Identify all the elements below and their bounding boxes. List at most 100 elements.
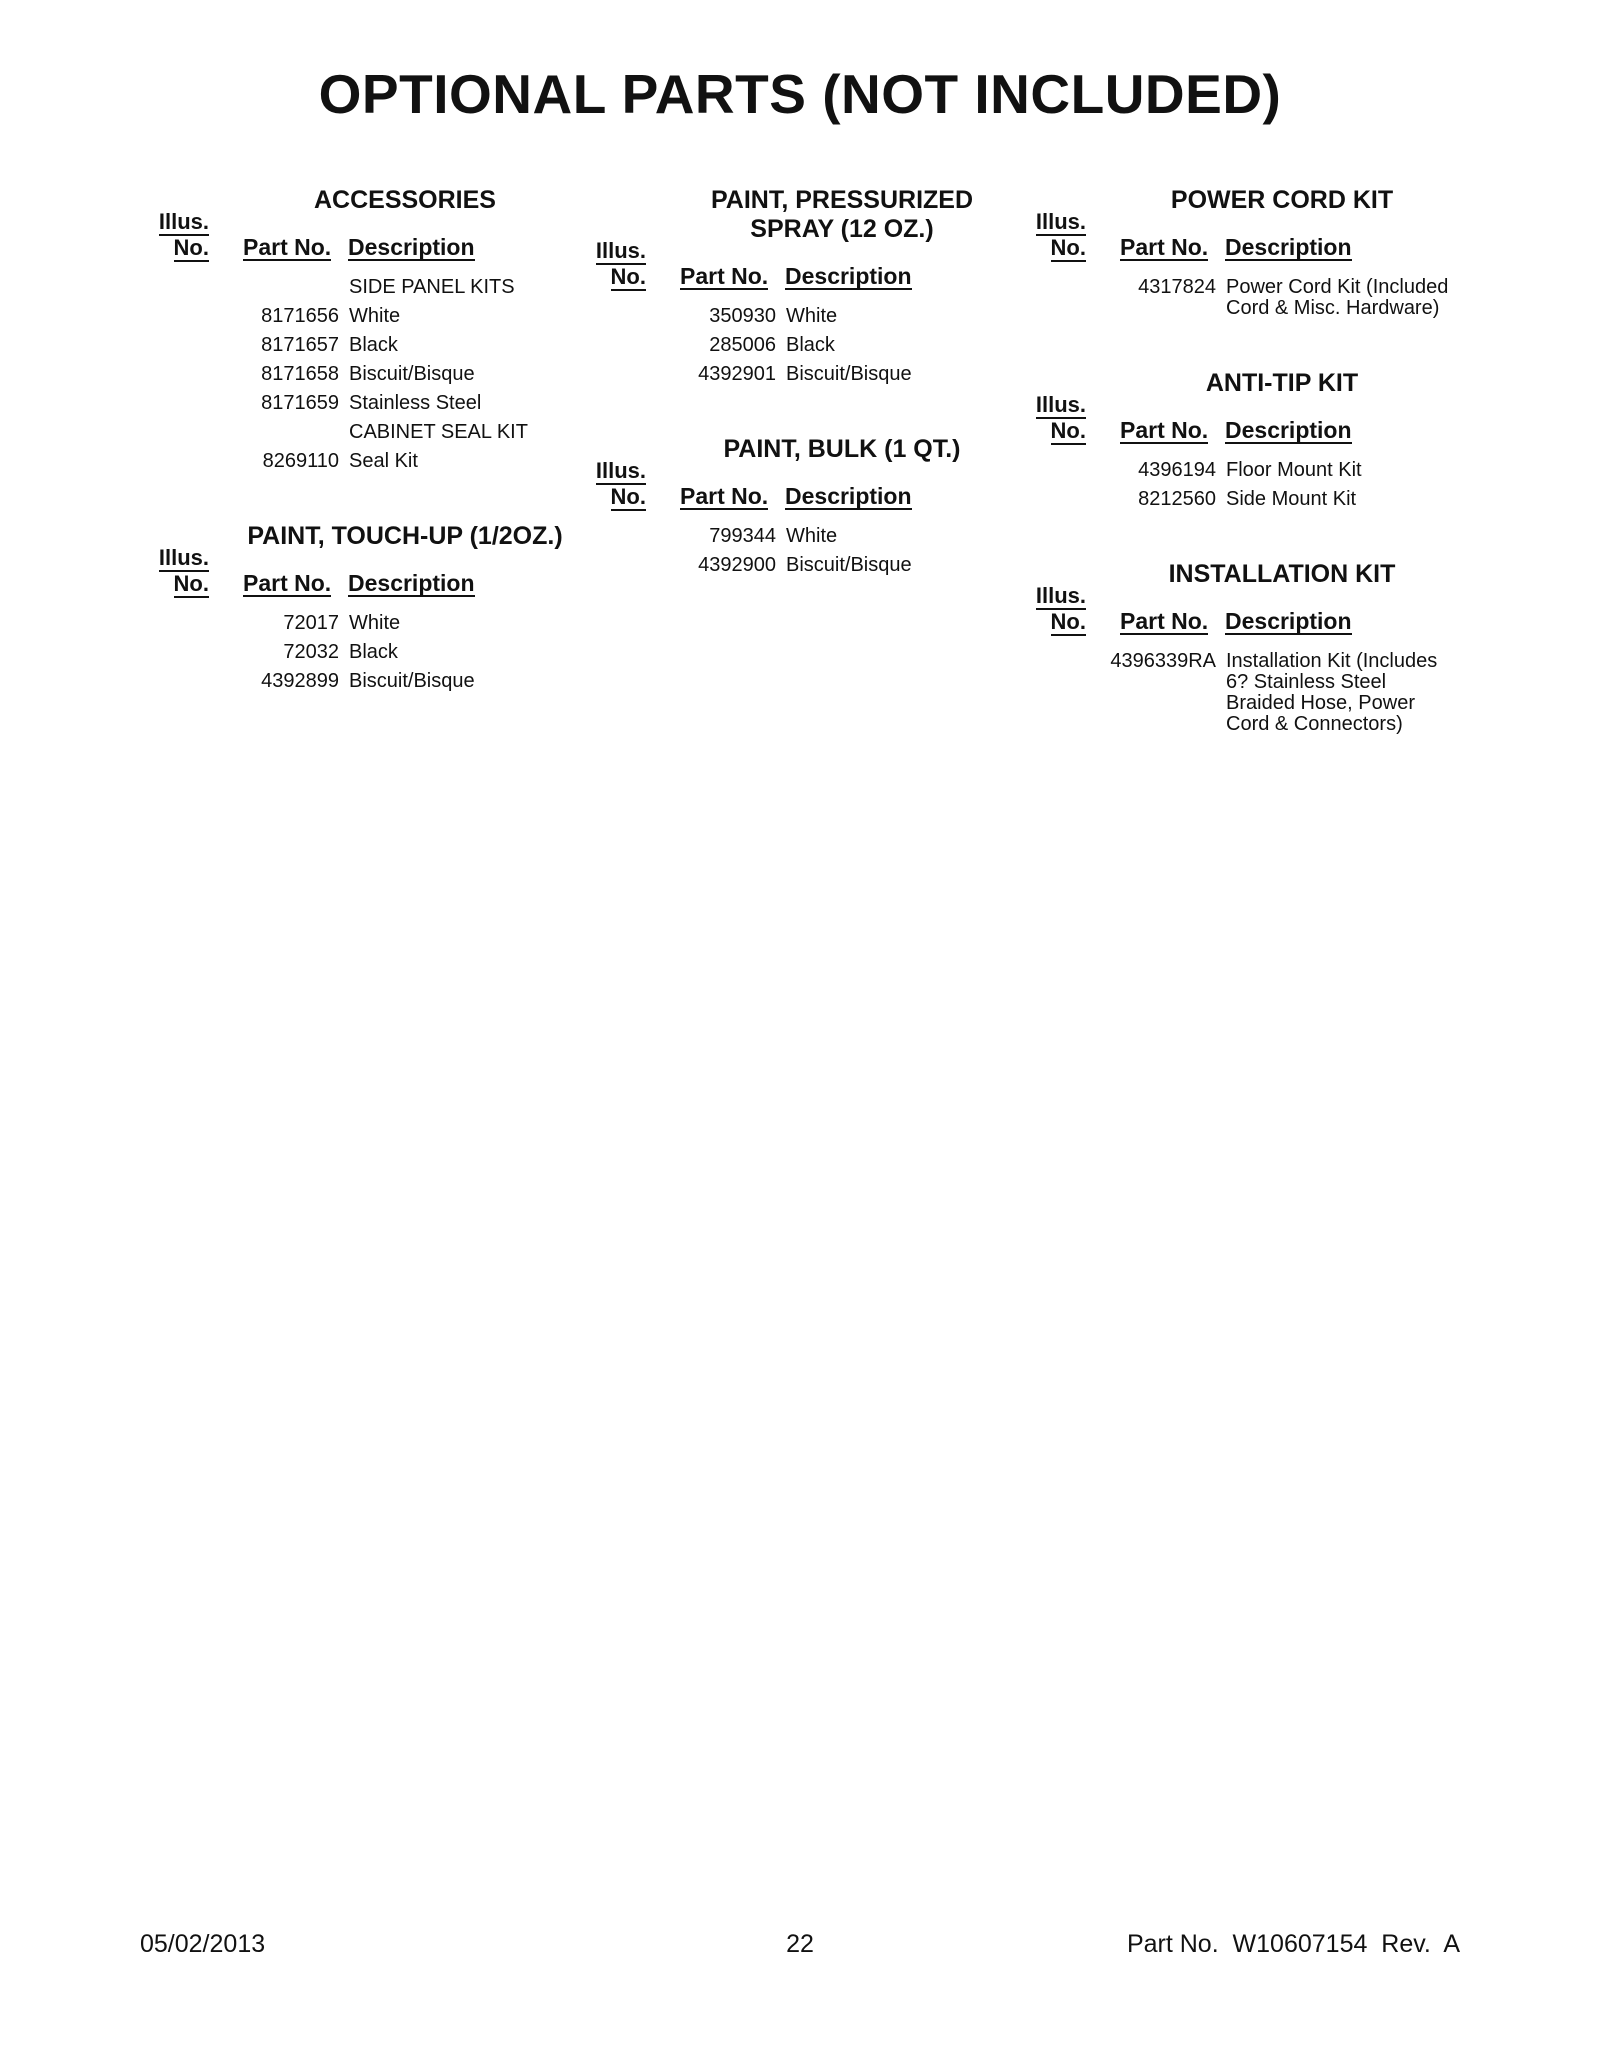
- parts-section: INSTALLATION KIT Illus.No. Part No. Descrip…: [1032, 560, 1452, 735]
- illus-no-header: Illus.No.: [592, 458, 646, 511]
- parts-section: ANTI-TIP KIT Illus.No. Part No. Description…: [1032, 369, 1452, 510]
- parts-section: POWER CORD KIT Illus.No. Part No. Descripti…: [1032, 186, 1452, 319]
- column-2: PAINT, PRESSURIZED SPRAY (12 OZ.)Illus.N…: [592, 186, 1012, 626]
- column-headers: Illus.No. Part No. Description: [1032, 392, 1452, 445]
- parts-section: PAINT, BULK (1 QT.) Illus.No. Part No. Desc…: [592, 435, 1012, 576]
- part-row: 72017 White: [155, 613, 575, 634]
- part-no-header: Part No.: [680, 263, 769, 290]
- description-header: Description: [785, 263, 912, 290]
- illus-header-line-1: Illus.: [595, 238, 646, 265]
- part-description: Biscuit/Bisque: [349, 363, 475, 385]
- part-description: Installation Kit (Includes 6? Stainless …: [1226, 650, 1438, 735]
- part-no-header: Part No.: [1120, 417, 1209, 444]
- part-description: Biscuit/Bisque: [786, 363, 912, 385]
- part-number: 8269110: [262, 450, 339, 472]
- part-description: White: [786, 305, 838, 327]
- illus-header-line-1: Illus.: [1035, 209, 1086, 236]
- column-headers: Illus.No. Part No. Description: [1032, 583, 1452, 636]
- part-row: 285006 Black: [592, 335, 1012, 356]
- section-title: PAINT, TOUCH-UP (1/2OZ.): [247, 522, 563, 550]
- part-row: 4396194 Floor Mount Kit: [1032, 460, 1452, 481]
- part-no-header: Part No.: [680, 483, 769, 510]
- column-headers: Illus.No. Part No. Description: [592, 458, 1012, 511]
- part-number: 72032: [283, 641, 339, 663]
- part-no-header: Part No.: [1120, 234, 1209, 261]
- description-header: Description: [785, 483, 912, 510]
- part-row: CABINET SEAL KIT: [155, 422, 575, 443]
- part-description: Side Mount Kit: [1226, 488, 1357, 510]
- parts-section: PAINT, PRESSURIZED SPRAY (12 OZ.)Illus.N…: [592, 186, 1012, 385]
- footer-page-number: 22: [786, 1930, 814, 1958]
- description-header: Description: [1225, 608, 1352, 635]
- illus-no-header: Illus.No.: [155, 545, 209, 598]
- part-row: 4392899 Biscuit/Bisque: [155, 671, 575, 692]
- illus-header-line-2: No.: [1050, 609, 1086, 636]
- description-header: Description: [1225, 234, 1352, 261]
- part-no-header: Part No.: [243, 570, 332, 597]
- part-description: White: [349, 612, 401, 634]
- footer-part-number: Part No. W10607154 Rev. A: [1126, 1930, 1460, 1958]
- part-row: 8171657 Black: [155, 335, 575, 356]
- illus-header-line-1: Illus.: [158, 209, 209, 236]
- parts-section: PAINT, TOUCH-UP (1/2OZ.) Illus.No. Part No…: [155, 522, 575, 692]
- illus-header-line-1: Illus.: [158, 545, 209, 572]
- part-number: 4392901: [698, 363, 776, 385]
- description-header: Description: [348, 570, 475, 597]
- footer-date: 05/02/2013: [140, 1930, 266, 1958]
- part-description: White: [349, 305, 401, 327]
- illus-no-header: Illus.No.: [592, 238, 646, 291]
- part-description: Power Cord Kit (Included Cord & Misc. Ha…: [1226, 276, 1449, 319]
- part-number: 8171658: [261, 363, 339, 385]
- part-no-header: Part No.: [243, 234, 332, 261]
- section-title: ANTI-TIP KIT: [1205, 369, 1359, 397]
- part-no-header: Part No.: [1120, 608, 1209, 635]
- page-title: OPTIONAL PARTS (NOT INCLUDED): [318, 63, 1282, 125]
- illus-header-line-2: No.: [610, 484, 646, 511]
- part-number: 4396194: [1138, 459, 1216, 481]
- part-description: Biscuit/Bisque: [349, 670, 475, 692]
- part-description: Stainless Steel: [349, 392, 482, 414]
- section-title: POWER CORD KIT: [1170, 186, 1394, 214]
- illus-no-header: Illus.No.: [1032, 392, 1086, 445]
- part-number: 4317824: [1138, 276, 1216, 298]
- illus-no-header: Illus.No.: [1032, 583, 1086, 636]
- section-title: PAINT, BULK (1 QT.): [723, 435, 961, 463]
- illus-header-line-1: Illus.: [595, 458, 646, 485]
- description-header: Description: [1225, 417, 1352, 444]
- illus-header-line-1: Illus.: [1035, 583, 1086, 610]
- illus-header-line-2: No.: [173, 235, 209, 262]
- part-description: Black: [786, 334, 835, 356]
- part-number: 799344: [709, 525, 776, 547]
- illus-header-line-2: No.: [1050, 235, 1086, 262]
- part-row: 4317824 Power Cord Kit (Included Cord & M…: [1032, 277, 1452, 319]
- part-row: 4392901 Biscuit/Bisque: [592, 364, 1012, 385]
- part-number: 8212560: [1138, 488, 1216, 510]
- part-description: Black: [349, 334, 398, 356]
- part-number: 285006: [709, 334, 776, 356]
- illus-header-line-2: No.: [610, 264, 646, 291]
- part-description: Black: [349, 641, 398, 663]
- parts-list: 4317824 Power Cord Kit (Included Cord & M…: [1032, 277, 1452, 319]
- part-number: 350930: [709, 305, 776, 327]
- part-number: 4392899: [261, 670, 339, 692]
- part-number: 72017: [283, 612, 339, 634]
- part-number: 8171657: [261, 334, 339, 356]
- illus-header-line-2: No.: [1050, 418, 1086, 445]
- part-row: 8212560 Side Mount Kit: [1032, 489, 1452, 510]
- section-title: ACCESSORIES: [314, 186, 496, 214]
- part-description: CABINET SEAL KIT: [349, 421, 528, 443]
- illus-header-line-2: No.: [173, 571, 209, 598]
- part-description: Floor Mount Kit: [1226, 459, 1362, 481]
- section-title: INSTALLATION KIT: [1168, 560, 1396, 588]
- parts-list: 72017 White 72032 Black 4392899 Biscuit/Bisqu…: [155, 613, 575, 692]
- column-headers: Illus.No. Part No. Description: [155, 545, 575, 598]
